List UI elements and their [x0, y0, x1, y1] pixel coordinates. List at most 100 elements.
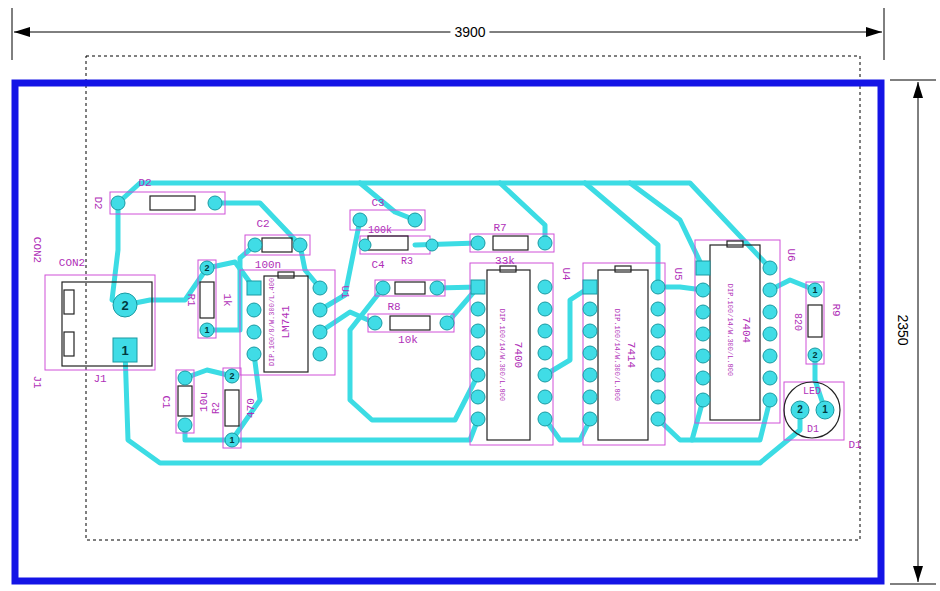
- solder-pad: [113, 293, 137, 317]
- solder-pad: [651, 302, 665, 316]
- solder-pad: [471, 280, 485, 294]
- solder-pad: [538, 324, 552, 338]
- pad-number: 2: [797, 405, 803, 415]
- part-value: LED: [803, 387, 821, 397]
- dimension-text: 3900: [450, 25, 489, 39]
- solder-pad: [471, 236, 485, 250]
- solder-pad: [471, 368, 485, 382]
- footprint-name: DIP.100/14/W.300/L.800: [726, 284, 733, 376]
- component-body: [493, 236, 528, 250]
- solder-pad: [651, 324, 665, 338]
- dimension-line: [866, 27, 882, 37]
- part-value: 7400: [512, 342, 523, 368]
- copper-trace: [125, 350, 800, 463]
- solder-pad: [426, 239, 438, 251]
- solder-pad: [538, 346, 552, 360]
- component-body: [62, 282, 152, 366]
- solder-pad: [376, 281, 390, 295]
- pad-number: 1: [204, 326, 209, 335]
- component-body: [368, 236, 408, 250]
- dimension-line: [14, 32, 882, 33]
- ref-designator: D2: [92, 196, 103, 209]
- component-body: [390, 316, 430, 330]
- solder-pad: [583, 280, 597, 294]
- part-value: 7414: [625, 342, 636, 368]
- component-body: [278, 272, 294, 278]
- solder-pad: [111, 196, 125, 210]
- solder-pad: [293, 238, 307, 252]
- component-outline: [470, 263, 553, 445]
- pad-number: 2: [204, 264, 209, 273]
- ref-designator: R1: [185, 293, 196, 306]
- component-body: [727, 241, 743, 247]
- solder-pad: [808, 283, 822, 297]
- solder-pad: [353, 213, 367, 227]
- copper-trace: [320, 220, 360, 310]
- copper-trace: [415, 243, 478, 245]
- solder-pad: [696, 261, 710, 275]
- solder-pad: [113, 338, 137, 362]
- solder-pad: [763, 349, 777, 363]
- component-outline: [368, 314, 454, 332]
- solder-pad: [538, 412, 552, 426]
- component-outline: [110, 192, 225, 214]
- copper-trace: [360, 183, 415, 220]
- ref-designator: R2: [212, 402, 222, 414]
- ref-designator: C4: [371, 260, 384, 271]
- solder-pad: [471, 302, 485, 316]
- solder-pad: [763, 261, 777, 275]
- part-value: 100k: [368, 226, 392, 236]
- solder-pad: [651, 280, 665, 294]
- pad-number: 1: [822, 405, 828, 415]
- solder-pad: [471, 346, 485, 360]
- solder-pad: [583, 346, 597, 360]
- component-outline: [360, 236, 430, 254]
- ref-designator: U4: [560, 267, 571, 280]
- component-body: [710, 245, 760, 420]
- ref-designator: CON2: [31, 237, 42, 263]
- solder-pad: [651, 346, 665, 360]
- keepout-outline: [86, 56, 860, 540]
- component-outline: [45, 192, 844, 448]
- solder-pad: [696, 283, 710, 297]
- solder-pad: [200, 261, 214, 275]
- solder-pad: [763, 305, 777, 319]
- solder-pad: [696, 371, 710, 385]
- solder-pad: [696, 349, 710, 363]
- solder-pad: [763, 371, 777, 385]
- ref-designator: J1: [93, 374, 106, 385]
- component-body: [178, 386, 192, 416]
- dimension-text: 2350: [896, 310, 910, 349]
- dimension-line: [913, 82, 923, 98]
- dimension-line: [913, 566, 923, 582]
- footprint-name: DIP.100/8/W.300/L.400: [269, 278, 276, 366]
- solder-pad: [200, 323, 214, 337]
- footprint-name: DIP.100/14/W.300/L.800: [613, 309, 620, 401]
- component-body: [150, 196, 195, 210]
- solder-pad: [178, 371, 192, 385]
- part-value: CON2: [59, 258, 85, 269]
- solder-pad: [696, 305, 710, 319]
- solder-pad: [583, 302, 597, 316]
- solder-pad: [225, 369, 239, 383]
- ref-designator: J1: [31, 375, 42, 388]
- copper-trace: [320, 312, 375, 332]
- solder-pad: [368, 316, 382, 330]
- solder-pad: [247, 303, 261, 317]
- ref-designator: U6: [785, 248, 796, 261]
- footprint-name: DIP.100/14/W.300/L.800: [498, 309, 505, 401]
- component-body: [395, 282, 425, 294]
- component-body: [615, 266, 631, 272]
- ref-designator: D2: [138, 178, 151, 189]
- solder-pad: [111, 196, 834, 447]
- component-body: [262, 238, 292, 252]
- solder-pad: [440, 316, 454, 330]
- component-outline: [223, 368, 241, 448]
- pad-number: 1: [121, 344, 128, 357]
- part-value: 470: [246, 398, 257, 418]
- dimension-line: [884, 8, 885, 60]
- dimension-line: [918, 82, 919, 582]
- component-outline: [470, 234, 554, 252]
- component-outline: [583, 263, 665, 445]
